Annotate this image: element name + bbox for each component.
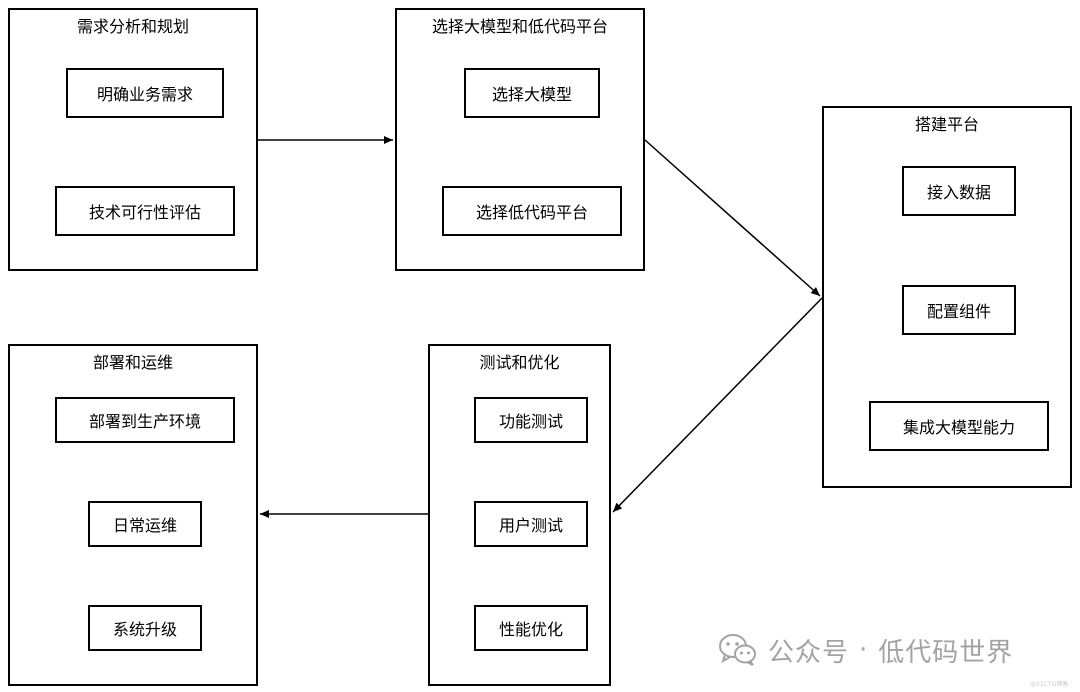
task-select-lowcode-platform: 选择低代码平台 bbox=[442, 186, 622, 236]
task-define-business-needs: 明确业务需求 bbox=[66, 68, 224, 118]
stage-build-platform: 搭建平台 接入数据 配置组件 集成大模型能力 bbox=[822, 106, 1072, 488]
task-connect-data: 接入数据 bbox=[902, 166, 1016, 216]
task-integrate-model: 集成大模型能力 bbox=[869, 401, 1049, 451]
task-user-test: 用户测试 bbox=[474, 501, 588, 547]
task-system-upgrade: 系统升级 bbox=[88, 605, 202, 651]
stage-requirements-planning: 需求分析和规划 明确业务需求 技术可行性评估 bbox=[8, 8, 258, 271]
watermark-separator: · bbox=[859, 635, 869, 665]
stage-title: 部署和运维 bbox=[92, 353, 173, 372]
stage-title: 需求分析和规划 bbox=[76, 17, 189, 36]
task-select-model: 选择大模型 bbox=[464, 68, 600, 118]
task-performance-optimization: 性能优化 bbox=[474, 605, 588, 651]
watermark-label: 公众号 bbox=[768, 637, 850, 668]
wechat-icon bbox=[719, 634, 756, 666]
arrow-build-to-testing bbox=[612, 297, 823, 513]
task-configure-components: 配置组件 bbox=[902, 285, 1016, 335]
stage-title: 搭建平台 bbox=[914, 115, 979, 134]
stage-testing-optimization: 测试和优化 功能测试 用户测试 性能优化 bbox=[428, 344, 611, 686]
stage-model-platform-selection: 选择大模型和低代码平台 选择大模型 选择低代码平台 bbox=[395, 8, 645, 271]
watermark: 公众号 · 低代码世界 bbox=[718, 630, 1013, 670]
task-daily-operations: 日常运维 bbox=[88, 501, 202, 547]
stage-title: 测试和优化 bbox=[479, 353, 560, 372]
source-mark: @51CTO博客 bbox=[1030, 681, 1069, 688]
arrow-selection-to-build bbox=[644, 139, 821, 297]
task-functional-test: 功能测试 bbox=[474, 397, 588, 443]
watermark-account-name: 低代码世界 bbox=[878, 637, 1014, 668]
stage-deploy-operate: 部署和运维 部署到生产环境 日常运维 系统升级 bbox=[8, 344, 258, 686]
task-deploy-production: 部署到生产环境 bbox=[55, 397, 235, 443]
task-feasibility-assessment: 技术可行性评估 bbox=[55, 186, 235, 236]
stage-title: 选择大模型和低代码平台 bbox=[431, 17, 608, 36]
